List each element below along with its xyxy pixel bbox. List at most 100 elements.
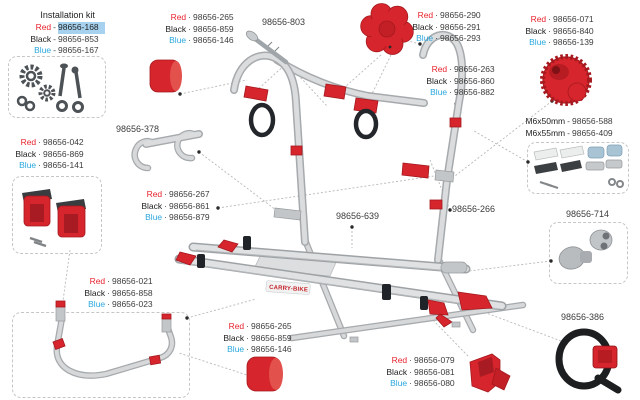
part-color: Black xyxy=(426,75,448,86)
part-color: Red xyxy=(391,355,408,365)
strap-image xyxy=(555,328,622,394)
part-number: 98656-079 xyxy=(414,355,455,365)
part-number: 98656-265 xyxy=(193,12,234,22)
separator: · xyxy=(435,10,438,20)
part-color: Black xyxy=(386,366,408,377)
part-color: Blue xyxy=(169,35,187,45)
part-number: 98656-803 xyxy=(262,17,306,27)
part-number: 98656-042 xyxy=(43,137,84,147)
part-color: Red xyxy=(89,276,106,286)
separator: · xyxy=(107,299,110,309)
part-label-row: Black·98656-861 xyxy=(141,201,216,213)
part-number: 98656-267 xyxy=(169,189,210,199)
part-color: Blue xyxy=(88,299,106,309)
separator: · xyxy=(164,212,167,222)
separator: · xyxy=(548,25,551,36)
part-color: Blue xyxy=(34,45,52,55)
separator: - xyxy=(53,45,56,55)
tube-bracket-image xyxy=(135,133,199,168)
part-color: Red xyxy=(146,189,163,199)
part-label-row: Black·98656-081 xyxy=(386,367,461,379)
part-label-row: Red·98656-071 xyxy=(525,14,600,26)
part-color: Red xyxy=(35,22,52,32)
part-number: 98656-588 xyxy=(572,116,613,126)
separator: · xyxy=(38,137,41,147)
end-caps-box xyxy=(549,222,628,284)
screw-image xyxy=(245,30,289,65)
part-color: Red xyxy=(20,137,37,147)
part-label-row: Blue·98656-080 xyxy=(386,378,461,390)
part-label-row: Blue·98656-146 xyxy=(165,35,240,47)
m6-hardware-box xyxy=(527,142,629,194)
part-number: 98656-859 xyxy=(193,23,234,34)
part-label-row: Red·98656-263 xyxy=(426,64,501,76)
part-color: Blue xyxy=(19,160,37,170)
part-color: Black xyxy=(141,200,163,211)
separator: · xyxy=(188,12,191,22)
part-color: Red xyxy=(530,14,547,24)
part-number: 98656-853 xyxy=(58,33,99,44)
part-label-row: Red·98656-265 xyxy=(223,321,298,333)
part-color: Red xyxy=(417,10,434,20)
part-label-post: 98656-266 xyxy=(452,204,495,216)
separator: · xyxy=(246,332,249,343)
separator: · xyxy=(38,160,41,170)
part-color: Blue xyxy=(227,344,245,354)
installation-kit-box xyxy=(8,56,106,118)
part-color: M6x55mm xyxy=(525,127,566,138)
part-number: 98656-139 xyxy=(553,37,594,47)
ridged-knob-image xyxy=(540,54,592,106)
part-color: Blue xyxy=(416,33,434,43)
part-label-row: Red-98656-168 xyxy=(30,22,105,34)
part-label-row: Red·98656-021 xyxy=(84,276,159,288)
part-color: Black xyxy=(165,23,187,34)
part-number: 98656-859 xyxy=(251,332,292,343)
part-number: 98656-290 xyxy=(440,10,481,20)
part-label-row: Black·98656-860 xyxy=(426,76,501,88)
part-label-row: M6x50mm-98656-588 xyxy=(525,116,619,128)
part-number: 98656-293 xyxy=(440,33,481,43)
part-number: 98656-081 xyxy=(414,366,455,377)
part-color: Black xyxy=(223,332,245,343)
part-label-bracket: 98656-378 xyxy=(116,124,159,136)
part-color: Black xyxy=(84,287,106,298)
lower-frame-box xyxy=(12,312,190,398)
separator: · xyxy=(107,276,110,286)
separator: - xyxy=(53,33,56,44)
part-number: 98656-291 xyxy=(440,21,481,32)
part-label-rail: 98656-639 xyxy=(336,211,379,223)
part-number: 98656-858 xyxy=(112,287,153,298)
part-number: 98656-879 xyxy=(169,212,210,222)
part-label-row: Black·98656-859 xyxy=(165,24,240,36)
separator: · xyxy=(409,378,412,388)
separator: - xyxy=(567,127,570,138)
part-number: 98656-378 xyxy=(116,124,160,134)
part-label-row: Red·98656-079 xyxy=(386,355,461,367)
part-number: 98656-882 xyxy=(454,87,495,97)
part-label-row: Blue·98656-139 xyxy=(525,37,600,49)
part-color: M6x50mm xyxy=(525,116,566,126)
part-label-row: Blue·98656-146 xyxy=(223,344,298,356)
separator: · xyxy=(435,33,438,43)
part-label-row: Blue·98656-293 xyxy=(412,33,487,45)
part-number: 98656-386 xyxy=(561,312,605,322)
bike-holder-image xyxy=(469,353,511,393)
part-number: 98656-861 xyxy=(169,200,210,211)
part-number: 98656-023 xyxy=(112,299,153,309)
part-number: 98656-263 xyxy=(454,64,495,74)
part-label-row: Black·98656-859 xyxy=(223,333,298,345)
star-knob-image xyxy=(360,3,414,55)
part-color: Blue xyxy=(390,378,408,388)
part-label-row: Red·98656-265 xyxy=(165,12,240,24)
part-number: 98656-141 xyxy=(43,160,84,170)
red-cap-image-bottom xyxy=(246,356,283,392)
part-label-row: Red·98656-267 xyxy=(141,189,216,201)
part-label-row: Black-98656-853 xyxy=(30,34,105,46)
part-color: Blue xyxy=(529,37,547,47)
